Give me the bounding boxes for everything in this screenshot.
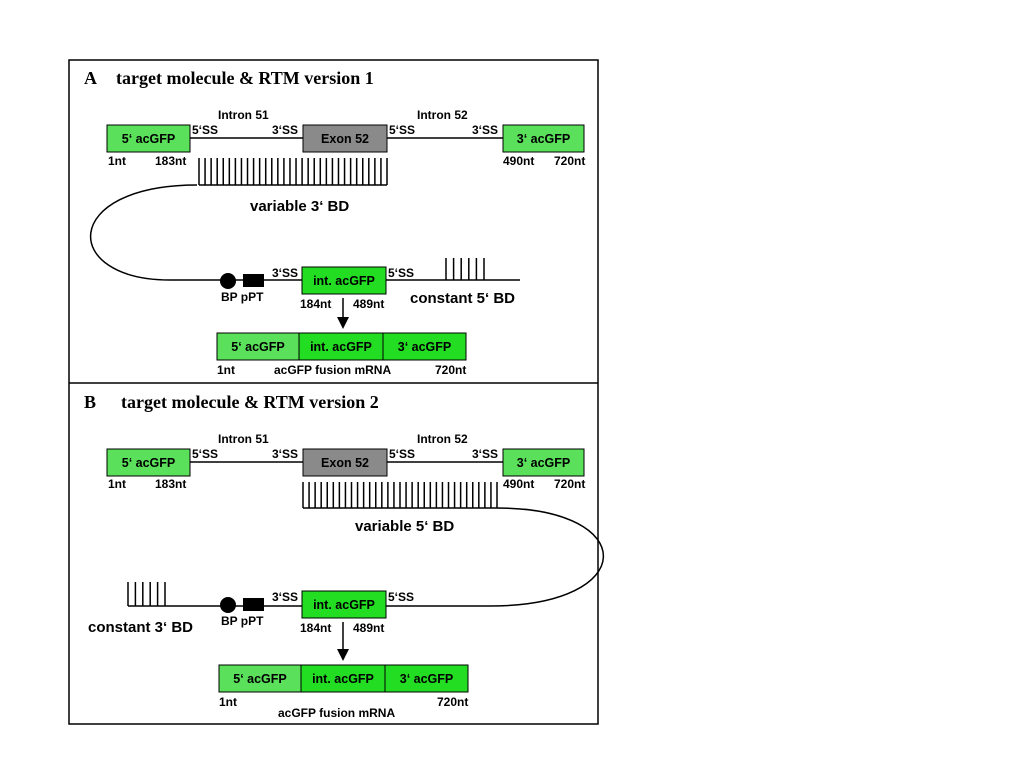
exon52-b (302, 448, 388, 477)
binding-domain-comb-constant-a (445, 258, 485, 280)
ss3-a-first: 3‘SS (272, 123, 298, 137)
nt489-b: 489nt (353, 621, 384, 635)
binding-domain-comb-variable-a (198, 158, 388, 186)
panel-a-letter: A (84, 68, 97, 88)
bd-constant-label-b: constant 3‘ BD (88, 619, 193, 636)
fusion-int-acgfp-a-label: int. acGFP (310, 340, 372, 354)
fusion-5-acgfp-b (218, 664, 302, 693)
branch-point-b (220, 597, 236, 613)
ss5-a-second: 5‘SS (389, 123, 415, 137)
exon-5-acgfp-a-label: 5‘ acGFP (122, 132, 176, 146)
fusion-3-acgfp-b (384, 664, 469, 693)
nt1-a: 1nt (108, 154, 126, 168)
nt184-a: 184nt (300, 297, 331, 311)
rtm-int-acgfp-a (301, 266, 387, 295)
fusion-int-acgfp-b-label: int. acGFP (312, 672, 374, 686)
ppt-block-a (243, 274, 264, 287)
exon-3-acgfp-a-label: 3‘ acGFP (517, 132, 571, 146)
ppt-block-b (243, 598, 264, 611)
figure-frame (68, 59, 599, 725)
intron52-label-a: Intron 52 (417, 108, 468, 122)
fusion-5-acgfp-a (216, 332, 300, 361)
rtm-ss5-b: 5‘SS (388, 590, 414, 604)
rtm-ss3-a: 3‘SS (272, 266, 298, 280)
nt490-a: 490nt (503, 154, 534, 168)
fusion-nt1-a: 1nt (217, 363, 235, 377)
fusion-5-acgfp-b-label: 5‘ acGFP (233, 672, 287, 686)
nt720-a: 720nt (554, 154, 585, 168)
exon-5-acgfp-a (106, 124, 191, 153)
ss5-b-second: 5‘SS (389, 447, 415, 461)
fusion-5-acgfp-a-label: 5‘ acGFP (231, 340, 285, 354)
panel-a-title: target molecule & RTM version 1 (116, 68, 374, 88)
ss3-a-second: 3‘SS (472, 123, 498, 137)
intron52-label-b: Intron 52 (417, 432, 468, 446)
rtm-int-acgfp-a-label: int. acGFP (313, 274, 375, 288)
bp-ppt-label-b: BP pPT (221, 614, 264, 628)
fusion-3-acgfp-a-label: 3‘ acGFP (398, 340, 452, 354)
rtm-ss3-b: 3‘SS (272, 590, 298, 604)
nt184-b: 184nt (300, 621, 331, 635)
exon-5-acgfp-b-label: 5‘ acGFP (122, 456, 176, 470)
fusion-label-b: acGFP fusion mRNA (278, 706, 395, 720)
rtm-ss5-a: 5‘SS (388, 266, 414, 280)
nt183-b: 183nt (155, 477, 186, 491)
fusion-3-acgfp-b-label: 3‘ acGFP (400, 672, 454, 686)
exon-5-acgfp-b (106, 448, 191, 477)
nt183-a: 183nt (155, 154, 186, 168)
bp-ppt-label-a: BP pPT (221, 290, 264, 304)
nt489-a: 489nt (353, 297, 384, 311)
intron51-label-b: Intron 51 (218, 432, 269, 446)
exon52-b-label: Exon 52 (321, 456, 369, 470)
fusion-int-acgfp-a (298, 332, 384, 361)
ss3-b-first: 3‘SS (272, 447, 298, 461)
ss3-b-second: 3‘SS (472, 447, 498, 461)
fusion-nt720-a: 720nt (435, 363, 466, 377)
bd-variable-label-a: variable 3‘ BD (250, 198, 349, 215)
exon52-a-label: Exon 52 (321, 132, 369, 146)
fusion-nt1-b: 1nt (219, 695, 237, 709)
panel-a: A target molecule & RTM version 1 Intron… (84, 68, 585, 377)
rtm-loop-b (165, 507, 605, 607)
exon-3-acgfp-b-label: 3‘ acGFP (517, 456, 571, 470)
exon52-a (302, 124, 388, 153)
fusion-3-acgfp-a (382, 332, 467, 361)
rtm-int-acgfp-b (301, 590, 387, 619)
nt1-b: 1nt (108, 477, 126, 491)
rtm-int-acgfp-b-label: int. acGFP (313, 598, 375, 612)
fusion-label-a: acGFP fusion mRNA (274, 363, 391, 377)
panel-b-letter: B (84, 392, 96, 412)
binding-domain-comb-variable-b (302, 482, 498, 509)
panel-b: B target molecule & RTM version 2 Intron… (84, 392, 605, 720)
binding-domain-comb-constant-b (127, 582, 166, 607)
bd-constant-label-a: constant 5‘ BD (410, 290, 515, 307)
fusion-nt720-b: 720nt (437, 695, 468, 709)
nt720-b: 720nt (554, 477, 585, 491)
ss5-a-first: 5‘SS (192, 123, 218, 137)
exon-3-acgfp-b (502, 448, 585, 477)
branch-point-a (220, 273, 236, 289)
intron51-label-a: Intron 51 (218, 108, 269, 122)
bd-variable-label-b: variable 5‘ BD (355, 518, 454, 535)
rtm-loop-a (89, 184, 520, 281)
fusion-int-acgfp-b (300, 664, 386, 693)
ss5-b-first: 5‘SS (192, 447, 218, 461)
nt490-b: 490nt (503, 477, 534, 491)
panel-b-title: target molecule & RTM version 2 (121, 392, 379, 412)
exon-3-acgfp-a (502, 124, 585, 153)
